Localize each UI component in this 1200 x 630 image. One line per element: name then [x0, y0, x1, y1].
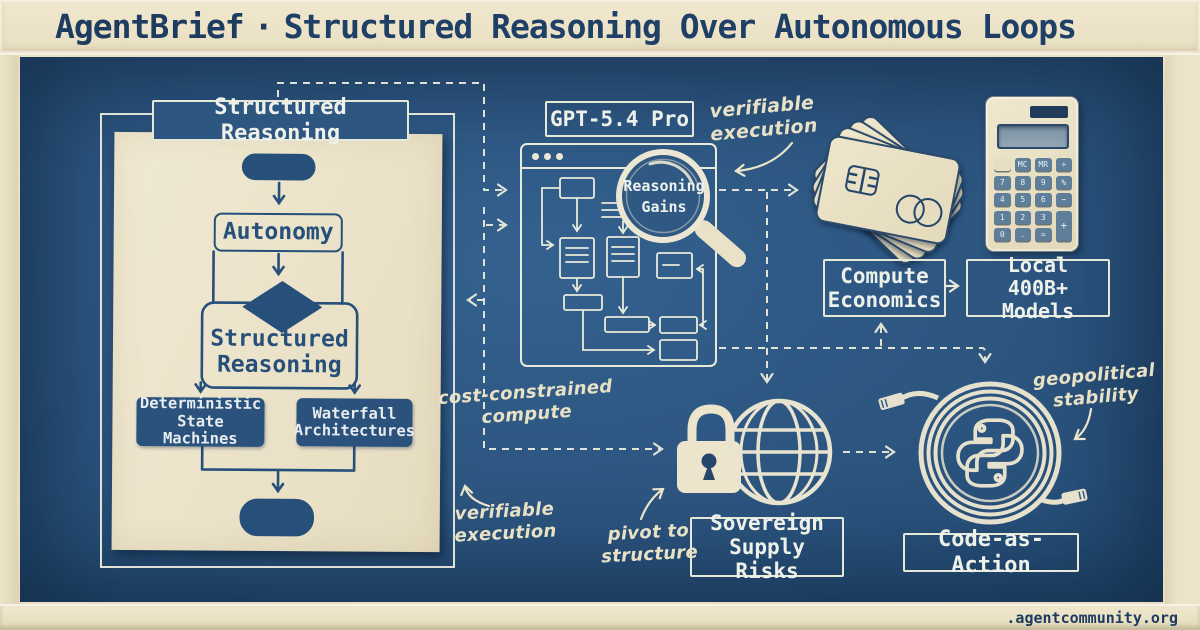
compute-economics-box: Compute Economics	[823, 259, 946, 317]
calculator-key: 2	[1014, 210, 1031, 224]
credit-cards-icon	[795, 108, 985, 273]
card-chip-icon	[844, 164, 881, 197]
paper-edge-left	[0, 0, 20, 630]
calculator-key: 1	[994, 210, 1011, 224]
start-node	[241, 153, 316, 181]
calculator-solar-panel	[1030, 106, 1068, 118]
window-dots-icon	[556, 153, 563, 160]
calculator-key: 7	[994, 175, 1011, 189]
code-as-action-box: Code-as-Action	[903, 527, 1079, 578]
footer-site-url: .agentcommunity.org	[1006, 609, 1178, 627]
calculator-key: 0	[994, 228, 1011, 241]
calculator-key: .	[1014, 228, 1031, 241]
calculator-key: 3	[1035, 210, 1052, 224]
calculator-key: =	[1035, 228, 1052, 241]
calculator-key: %	[1055, 175, 1072, 189]
header-separator: ·	[253, 7, 274, 46]
calculator-key: 8	[1014, 175, 1031, 189]
flowchart-paper: Autonomy Structured Reasoning Determinis…	[111, 131, 443, 553]
sovereign-supply-risks-box: Sovereign Supply Risks	[690, 511, 844, 583]
brand-name: AgentBrief	[55, 7, 245, 46]
calculator-key: −	[1055, 193, 1072, 206]
annotation-verifiable-execution-bottom: verifiable execution	[453, 498, 558, 547]
credit-card	[813, 134, 963, 246]
window-dots-icon	[544, 153, 551, 160]
panel-title: Structured Reasoning	[152, 95, 409, 146]
calculator-display	[997, 124, 1069, 149]
gpt-model-label: GPT-5.4 Pro	[545, 101, 694, 137]
local-400b-models-box: Local 400B+ Models	[966, 253, 1110, 322]
annotation-pivot-to-structure: pivot to structure	[600, 519, 699, 568]
structured-reasoning-node: Structured Reasoning	[210, 325, 349, 378]
autonomy-node: Autonomy	[213, 212, 343, 253]
calculator-key: 5	[1014, 193, 1031, 206]
window-dots-icon	[532, 153, 539, 160]
calculator-key: ÷	[1055, 158, 1072, 171]
calculator-key-plus: +	[1055, 210, 1072, 241]
reasoning-gains-label: Reasoning Gains	[623, 177, 705, 216]
calculator-key	[994, 158, 1011, 171]
calculator-key: 4	[994, 193, 1011, 206]
calculator-key: 6	[1035, 193, 1052, 206]
calculator-key: 9	[1035, 175, 1052, 189]
deterministic-state-machines-node: Deterministic State Machines	[136, 395, 265, 448]
page-title: Structured Reasoning Over Autonomous Loo…	[283, 7, 1077, 46]
footer-bar: .agentcommunity.org	[0, 604, 1200, 630]
waterfall-architectures-node: Waterfall Architectures	[294, 398, 415, 447]
header-bar: AgentBrief · Structured Reasoning Over A…	[0, 0, 1200, 55]
end-node	[239, 498, 315, 537]
calculator-key: MR	[1035, 158, 1052, 171]
paper-edge-right	[1163, 0, 1200, 630]
calculator-key: MC	[1014, 158, 1031, 171]
decision-diamond	[242, 281, 323, 334]
annotation-verifiable-execution-top: verifiable execution	[708, 91, 819, 146]
